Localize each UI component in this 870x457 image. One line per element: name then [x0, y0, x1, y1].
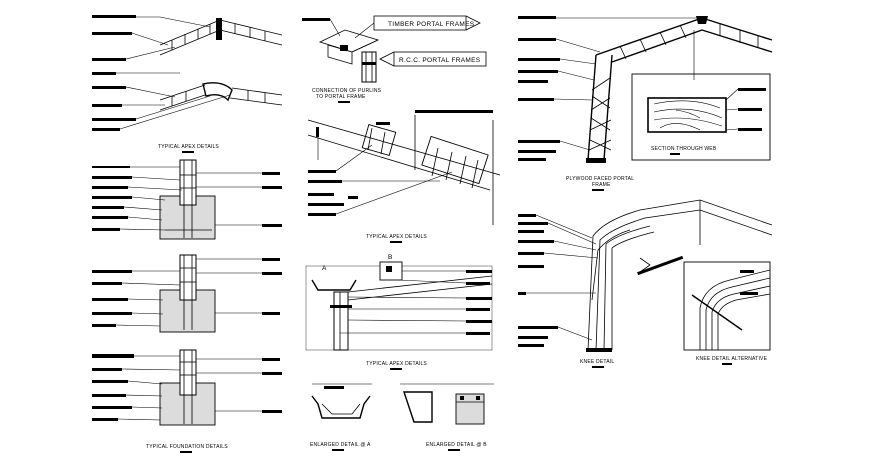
enlarged-detail-a-drawing [311, 383, 372, 419]
knee-detail-frame [518, 199, 773, 352]
caption-enlarged-detail-a: ENLARGED DETAIL @ A [310, 442, 371, 448]
foundation-detail-1 [92, 159, 282, 240]
foundation-detail-3 [92, 349, 282, 426]
caption-enlarged-detail-b: ENLARGED DETAIL @ B [426, 442, 487, 448]
caption-connection-of-purlins: CONNECTION OF PURLINS [312, 88, 382, 94]
caption-knee-detail-alternative: KNEE DETAIL ALTERNATIVE [696, 356, 768, 362]
knee-detail-alternative-panel: KNEE DETAIL ALTERNATIVE [683, 261, 771, 365]
caption-to-portal-frame: TO PORTAL FRAME [316, 94, 366, 100]
caption-typical-apex-details-1: TYPICAL APEX DETAILS [158, 144, 219, 150]
caption-typical-apex-details-2: TYPICAL APEX DETAILS [366, 234, 427, 240]
rcc-portal-frames-legend: R.C.C. PORTAL FRAMES [379, 51, 487, 67]
caption-knee-detail: KNEE DETAIL [580, 359, 614, 365]
plywood-portal-frame [518, 16, 773, 163]
caption-plywood-faced-portal: PLYWOOD FACED PORTAL [566, 176, 634, 182]
purlin-connection-detail [302, 18, 380, 83]
apex-detail-gutter: A B [305, 254, 493, 351]
caption-section-through-web: SECTION THROUGH WEB [651, 146, 717, 152]
caption-frame: FRAME [592, 182, 611, 188]
apex-detail-inclined [307, 110, 501, 225]
apex-detail-top [92, 15, 283, 75]
caption-typical-foundation-details: TYPICAL FOUNDATION DETAILS [146, 444, 228, 450]
foundation-detail-2 [92, 254, 282, 333]
legend-rcc-portal-frames: R.C.C. PORTAL FRAMES [399, 57, 481, 64]
caption-typical-apex-details-3: TYPICAL APEX DETAILS [366, 361, 427, 367]
legend-timber-portal-frames: TIMBER PORTAL FRAMES [388, 21, 475, 28]
timber-portal-frames-legend: TIMBER PORTAL FRAMES [354, 15, 481, 39]
section-through-web-panel: SECTION THROUGH WEB [631, 73, 771, 161]
apex-detail-middle [92, 82, 283, 131]
enlarged-detail-b-drawing [400, 383, 494, 425]
marker-b: B [388, 254, 393, 261]
marker-a: A [322, 265, 327, 272]
